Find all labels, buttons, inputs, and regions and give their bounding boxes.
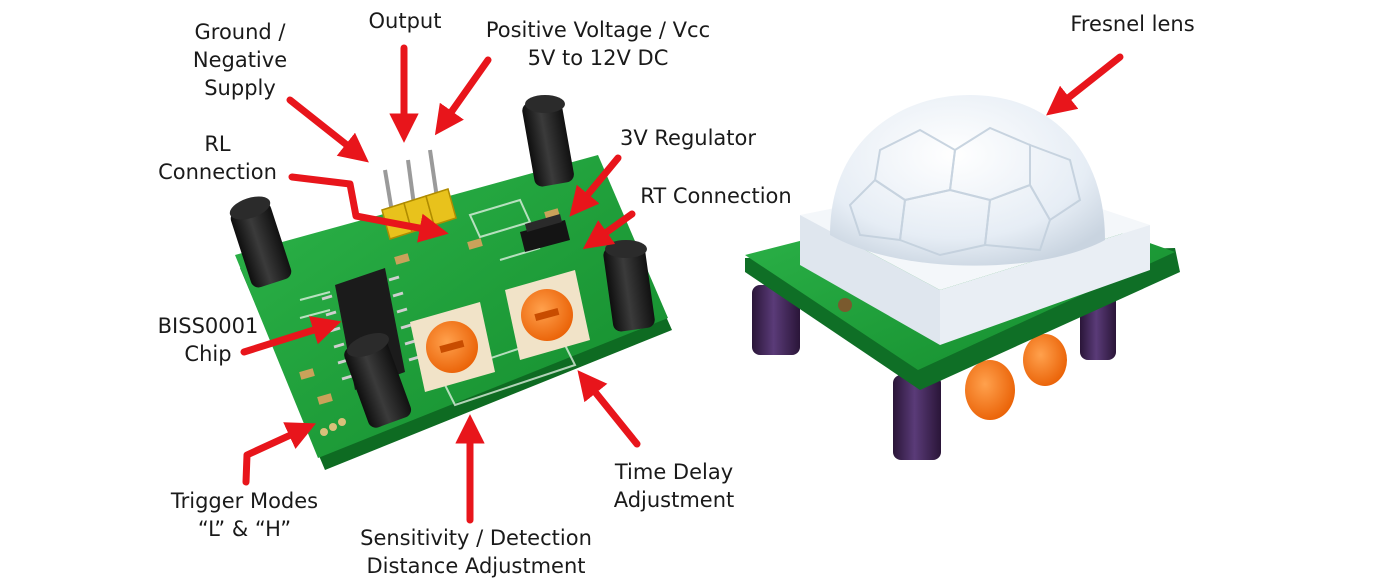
arrow-rl xyxy=(288,173,449,243)
label-time-delay-line2: Adjustment xyxy=(613,488,735,512)
time-delay-pot xyxy=(505,270,590,360)
header-pins xyxy=(381,149,457,240)
label-sensitivity: Sensitivity / Detection Distance Adjustm… xyxy=(346,524,606,580)
arrow-chip xyxy=(240,316,342,356)
label-sensitivity-line1: Sensitivity / Detection xyxy=(360,526,592,550)
capacitor-left xyxy=(229,196,292,288)
label-rl-line2: Connection xyxy=(158,160,277,184)
label-vcc: Positive Voltage / Vcc 5V to 12V DC xyxy=(470,16,726,72)
capacitor-bottom xyxy=(344,332,412,428)
pot-front-right xyxy=(1023,334,1067,386)
label-output: Output xyxy=(355,7,455,35)
arrow-fresnel xyxy=(1046,53,1124,116)
callout-arrows xyxy=(240,44,1124,524)
arrow-rt xyxy=(582,210,636,250)
label-regulator-line1: 3V Regulator xyxy=(619,126,757,150)
capacitor-front xyxy=(893,375,941,460)
arrow-vcc xyxy=(434,56,492,136)
label-vcc-line2: 5V to 12V DC xyxy=(527,46,669,70)
label-trigger-line1: Trigger Modes xyxy=(170,489,319,513)
trigger-pads xyxy=(320,418,346,436)
label-time-delay: Time Delay Adjustment xyxy=(594,458,754,514)
capacitor-right xyxy=(603,240,655,332)
label-fresnel-line1: Fresnel lens xyxy=(1070,12,1195,36)
label-rt: RT Connection xyxy=(625,182,807,210)
label-trigger: Trigger Modes “L” & “H” xyxy=(152,487,337,543)
label-time-delay-line1: Time Delay xyxy=(614,460,734,484)
arrow-regulator xyxy=(569,154,622,217)
label-rt-line1: RT Connection xyxy=(640,184,792,208)
sensitivity-pot xyxy=(410,302,495,392)
label-fresnel: Fresnel lens xyxy=(1055,10,1210,38)
label-chip-line1: BISS0001 xyxy=(157,314,259,338)
label-trigger-line2: “L” & “H” xyxy=(197,517,292,541)
fresnel-facets xyxy=(848,126,1082,257)
regulator-component xyxy=(520,214,570,252)
label-rl-line1: RL xyxy=(204,132,231,156)
arrow-ground xyxy=(286,96,369,163)
label-ground-line2: Negative xyxy=(192,48,288,72)
arrow-time-delay xyxy=(577,370,641,448)
capacitor-top xyxy=(522,95,574,187)
fresnel-dome xyxy=(830,95,1105,266)
label-output-line1: Output xyxy=(368,9,442,33)
capacitor-back-left xyxy=(752,285,800,355)
label-ground: Ground / Negative Supply xyxy=(185,18,295,102)
label-chip-line2: Chip xyxy=(184,342,232,366)
label-ground-line1: Ground / xyxy=(194,20,286,44)
label-rl: RL Connection xyxy=(150,130,285,186)
label-regulator: 3V Regulator xyxy=(608,124,768,152)
pot-front-left xyxy=(965,360,1015,420)
label-sensitivity-line2: Distance Adjustment xyxy=(366,554,586,578)
arrow-trigger xyxy=(242,422,317,486)
pir-board-top-view xyxy=(229,95,672,470)
label-ground-line3: Supply xyxy=(204,76,276,100)
label-vcc-line1: Positive Voltage / Vcc xyxy=(485,18,711,42)
pir-module-lens-view xyxy=(745,95,1180,460)
label-chip: BISS0001 Chip xyxy=(148,312,268,368)
